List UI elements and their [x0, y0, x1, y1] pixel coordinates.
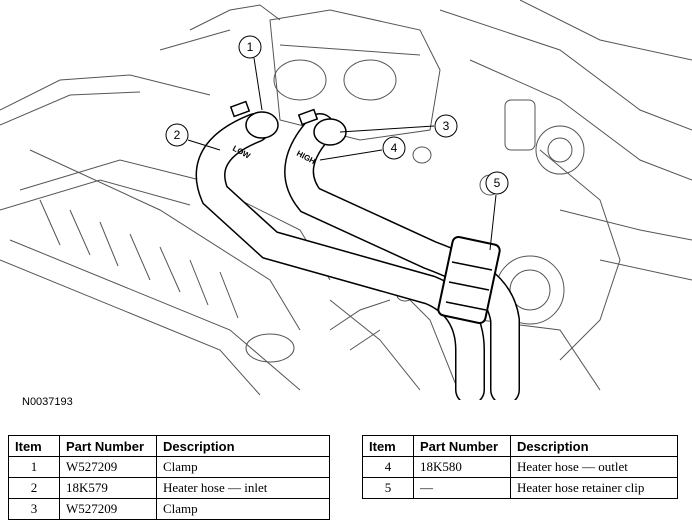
callout-3: 3: [434, 114, 458, 138]
callout-2: 2: [165, 123, 189, 147]
cell-description: Clamp: [156, 456, 330, 478]
table-header-row: Item Part Number Description: [362, 435, 678, 457]
svg-text:5: 5: [494, 176, 501, 190]
cell-part-number: W527209: [59, 456, 157, 478]
callout-leaders: [187, 57, 497, 251]
svg-text:1: 1: [247, 40, 254, 54]
parts-table-right: Item Part Number Description 4 18K580 He…: [362, 435, 678, 499]
cell-part-number: 18K579: [59, 477, 157, 499]
cell-part-number: W527209: [59, 498, 157, 520]
table-row: 2 18K579 Heater hose — inlet: [8, 477, 330, 499]
parts-table-left: Item Part Number Description 1 W527209 C…: [8, 435, 330, 520]
svg-text:3: 3: [443, 119, 450, 133]
cell-part-number: 18K580: [413, 456, 511, 478]
header-item: Item: [8, 435, 60, 457]
table-row: 3 W527209 Clamp: [8, 498, 330, 520]
header-description: Description: [510, 435, 678, 457]
cell-item: 5: [362, 477, 414, 499]
heater-hose-outlet: [284, 113, 520, 400]
hose-retainer-clip: [437, 236, 501, 324]
callout-1: 1: [238, 35, 262, 59]
cell-description: Heater hose — inlet: [156, 477, 330, 499]
table-header-row: Item Part Number Description: [8, 435, 330, 457]
cell-description: Clamp: [156, 498, 330, 520]
heater-hose-diagram: LOW HIGH 1 2 3 4 5: [0, 0, 692, 400]
clamp-inlet: [229, 100, 279, 139]
table-row: 5 — Heater hose retainer clip: [362, 477, 678, 499]
svg-text:4: 4: [391, 141, 398, 155]
header-part-number: Part Number: [59, 435, 157, 457]
engine-background: [0, 0, 692, 396]
table-row: 1 W527209 Clamp: [8, 456, 330, 478]
callout-4: 4: [382, 136, 406, 160]
cell-item: 1: [8, 456, 60, 478]
cell-item: 4: [362, 456, 414, 478]
header-description: Description: [156, 435, 330, 457]
cell-item: 3: [8, 498, 60, 520]
cell-item: 2: [8, 477, 60, 499]
cell-description: Heater hose — outlet: [510, 456, 678, 478]
callout-5: 5: [485, 171, 509, 195]
header-item: Item: [362, 435, 414, 457]
table-row: 4 18K580 Heater hose — outlet: [362, 456, 678, 478]
cell-part-number: —: [413, 477, 511, 499]
svg-text:2: 2: [174, 128, 181, 142]
header-part-number: Part Number: [413, 435, 511, 457]
cell-description: Heater hose retainer clip: [510, 477, 678, 499]
heater-hose-inlet: [195, 113, 485, 400]
figure-id: N0037193: [22, 396, 73, 408]
